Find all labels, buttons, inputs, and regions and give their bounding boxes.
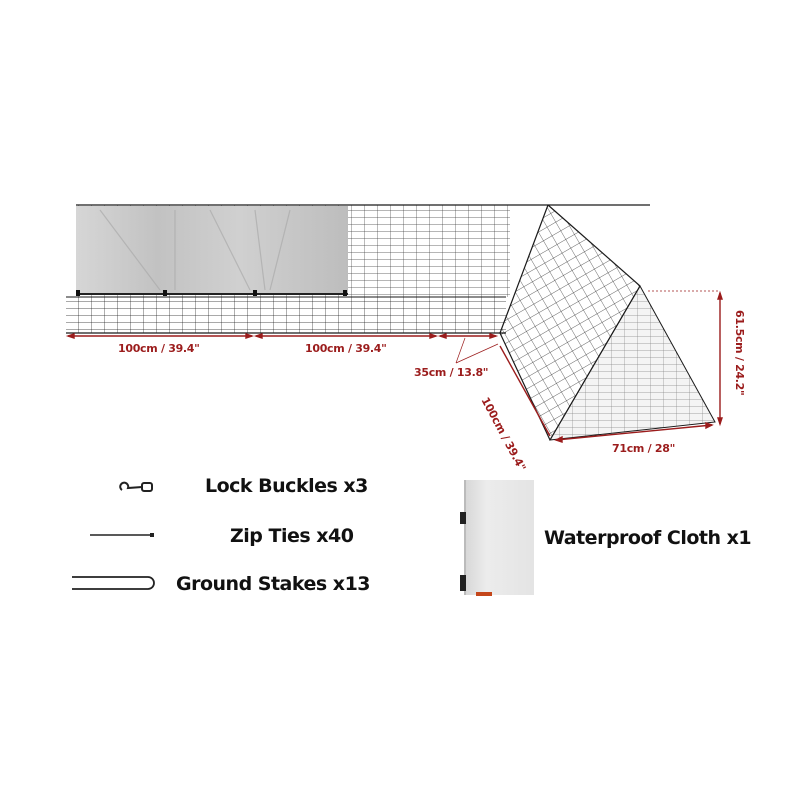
dimension-panel1-width: 100cm / 39.4" bbox=[118, 342, 200, 355]
dimension-connector-width: 35cm / 13.8" bbox=[414, 366, 489, 379]
tunnel-run bbox=[499, 204, 716, 441]
accessory-lock-buckles: Lock Buckles x3 bbox=[0, 470, 368, 504]
dimension-tunnel-height: 61.5cm / 24.2" bbox=[733, 310, 746, 396]
accessory-zip-ties: Zip Ties x40 bbox=[0, 520, 360, 554]
front-fence bbox=[66, 296, 506, 334]
zip-ties-label: Zip Ties x40 bbox=[230, 525, 354, 547]
folded-cloth-icon bbox=[460, 480, 534, 596]
waterproof-cover bbox=[76, 206, 348, 296]
dimension-lines bbox=[65, 290, 723, 443]
playpen-illustration: 100cm / 39.4" 100cm / 39.4" 35cm / 13.8"… bbox=[65, 204, 746, 473]
dimension-panel2-width: 100cm / 39.4" bbox=[305, 342, 387, 355]
buckle-icon bbox=[119, 481, 153, 492]
stake-icon bbox=[72, 576, 155, 590]
accessory-waterproof-cloth: Waterproof Cloth x1 bbox=[440, 470, 752, 620]
lock-buckles-label: Lock Buckles x3 bbox=[205, 475, 368, 497]
zip-tie-icon bbox=[90, 533, 154, 537]
accessory-ground-stakes: Ground Stakes x13 bbox=[0, 568, 371, 602]
waterproof-cloth-label: Waterproof Cloth x1 bbox=[544, 527, 752, 549]
dimension-tunnel-width: 71cm / 28" bbox=[612, 442, 676, 455]
ground-stakes-label: Ground Stakes x13 bbox=[176, 573, 371, 595]
